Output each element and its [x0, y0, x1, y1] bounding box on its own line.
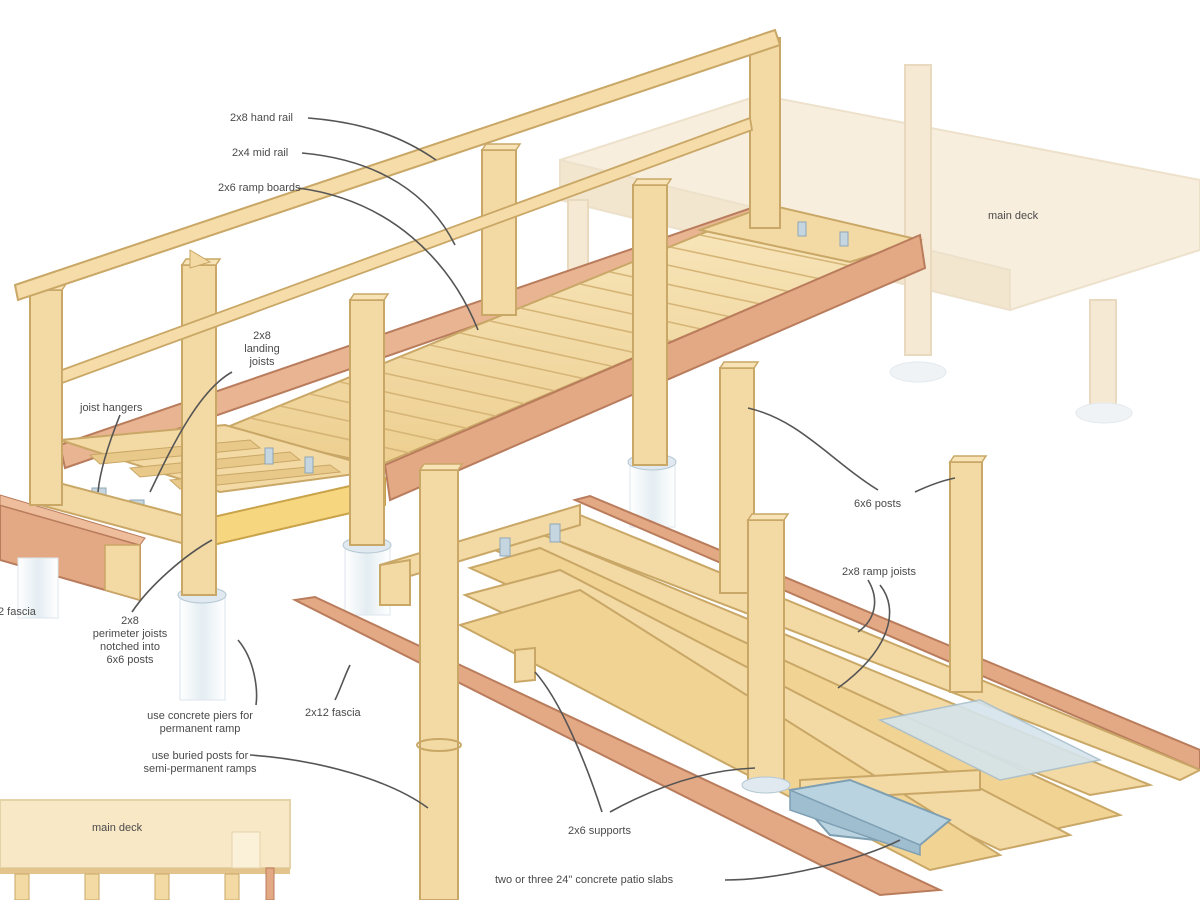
label-perimeter-joists: 2x8 perimeter joists notched into 6x6 po… [92, 615, 168, 666]
hand-rail-lower [189, 249, 212, 269]
leader-6x6-a [747, 407, 879, 491]
label-buried-posts: use buried posts for semi-permanent ramp… [143, 750, 257, 775]
leader-buried [249, 754, 429, 809]
label-2x12-fascia: 2x12 fascia [305, 707, 361, 719]
leader-lines [97, 117, 956, 881]
label-mid-rail: 2x4 mid rail [232, 147, 289, 159]
leader-landing-joists [149, 371, 233, 493]
leader-supports-a [534, 671, 603, 813]
patio-slabs [788, 699, 1103, 857]
leader-perimeter [131, 539, 213, 613]
leader-ramp-joists [837, 584, 891, 689]
leader-mid-rail [301, 152, 456, 246]
leader-ramp-joists-b [857, 579, 876, 633]
label-joist-hangers: joist hangers [80, 402, 143, 414]
label-patio-slabs: two or three 24" concrete patio slabs [495, 874, 674, 886]
leader-6x6-b [914, 477, 956, 493]
label-main-deck-bottom: main deck [92, 822, 143, 834]
label-6x6-posts: 6x6 posts [854, 498, 902, 510]
label-ramp-joists: 2x8 ramp joists [842, 566, 916, 578]
label-concrete-piers: use concrete piers for permanent ramp [147, 710, 253, 735]
leader-ramp-boards [297, 187, 479, 331]
leader-slabs [724, 839, 901, 881]
lower-post-caps [418, 361, 988, 521]
label-ramp-boards: 2x6 ramp boards [218, 182, 301, 194]
label-fascia-left: 2 fascia [0, 606, 36, 618]
leader-fascia [334, 664, 351, 701]
main-deck-bottom [0, 799, 291, 900]
mid-rail [61, 116, 754, 385]
label-2x6-supports: 2x6 supports [568, 825, 631, 837]
hand-rail [13, 28, 782, 302]
buried-post-ring [416, 738, 462, 752]
label-hand-rail: 2x8 hand rail [230, 112, 293, 124]
label-main-deck-top: main deck [988, 210, 1039, 222]
leader-hand-rail [307, 117, 437, 161]
leader-piers [237, 639, 258, 706]
leader-joist-hangers [97, 414, 121, 493]
label-landing-joists: 2x8 landing joists [244, 330, 280, 368]
leader-supports-b [609, 767, 756, 813]
